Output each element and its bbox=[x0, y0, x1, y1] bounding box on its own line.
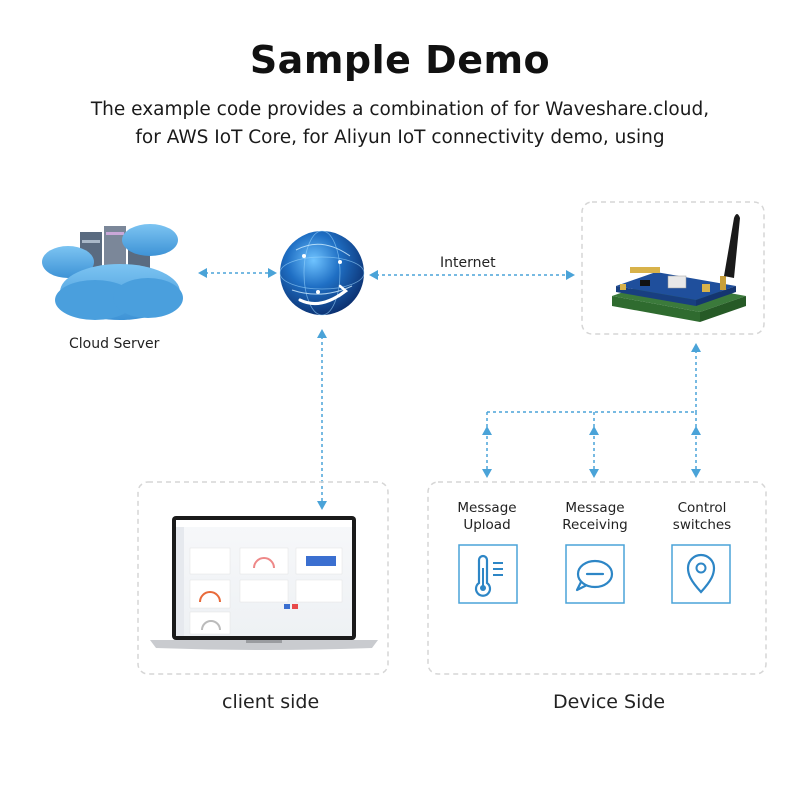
feature-label-message-receiving: Message Receiving bbox=[562, 500, 628, 533]
device-feature-connectors bbox=[482, 343, 701, 478]
device-side-label: Device Side bbox=[553, 691, 666, 713]
internet-label: Internet bbox=[440, 255, 496, 271]
client-side-label: client side bbox=[222, 691, 320, 713]
thermometer-icon bbox=[458, 544, 518, 604]
iot-hat-board-icon bbox=[612, 214, 746, 322]
feature-label-message-upload: Message Upload bbox=[457, 500, 517, 533]
subtitle-line-2: for AWS IoT Core, for Aliyun IoT connect… bbox=[135, 127, 665, 148]
chat-bubble-icon bbox=[565, 544, 625, 604]
globe-icon bbox=[279, 230, 365, 316]
globe-client-connector bbox=[317, 329, 327, 510]
page-subtitle: The example code provides a combination … bbox=[40, 96, 760, 152]
device-side-frame bbox=[427, 481, 767, 675]
cloud-server-label: Cloud Server bbox=[69, 336, 160, 352]
cloud-globe-connector bbox=[198, 268, 277, 278]
location-pin-icon bbox=[671, 544, 731, 604]
subtitle-line-1: The example code provides a combination … bbox=[90, 99, 710, 120]
feature-label-control-switches: Control switches bbox=[672, 500, 732, 533]
laptop-dashboard-icon bbox=[150, 516, 378, 650]
page-title: Sample Demo bbox=[249, 38, 551, 82]
device-frame bbox=[581, 201, 765, 335]
internet-connector bbox=[369, 270, 575, 280]
cloud-server-icon bbox=[42, 224, 183, 320]
